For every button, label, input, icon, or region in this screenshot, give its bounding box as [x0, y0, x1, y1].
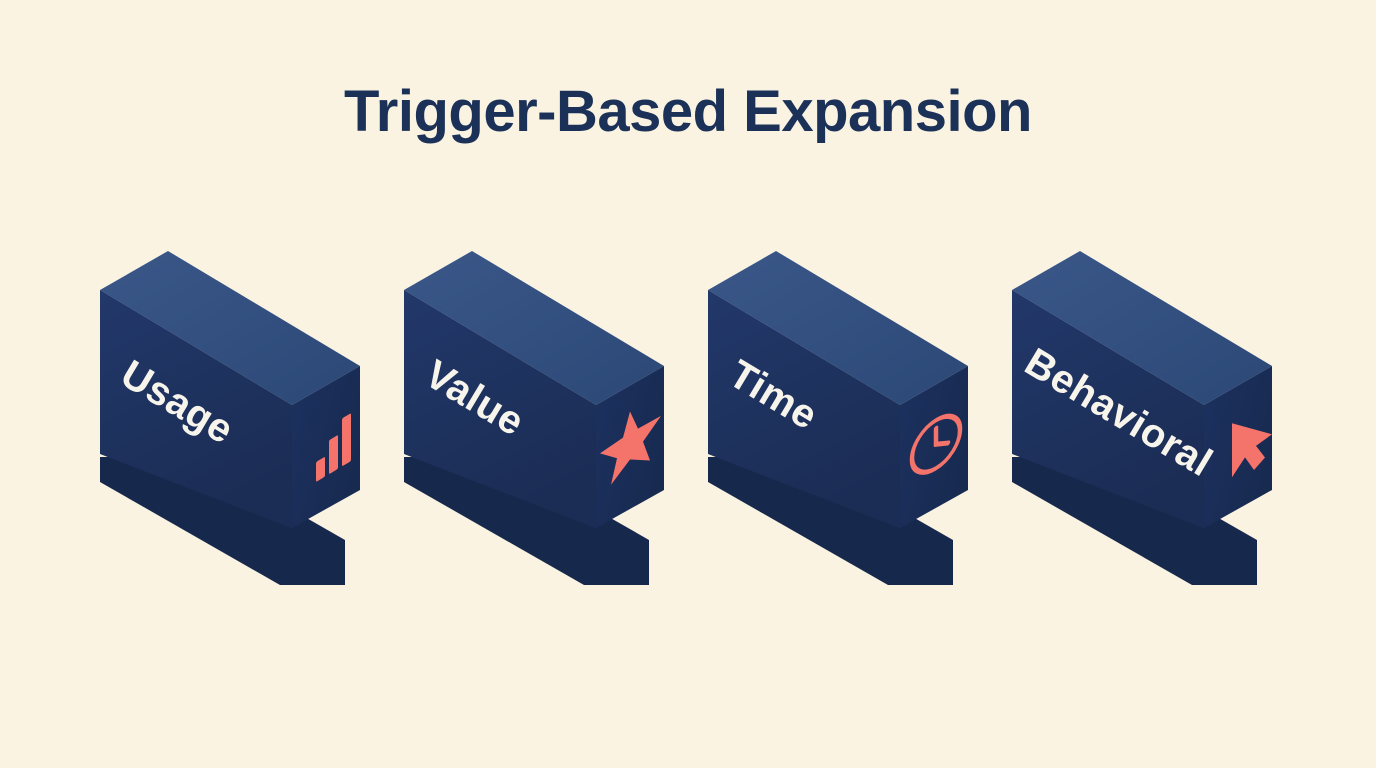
- page-title: Trigger-Based Expansion: [344, 79, 1032, 144]
- block-value[interactable]: Value: [404, 251, 664, 585]
- block-shadow: [100, 457, 345, 585]
- bar-chart-icon: [316, 413, 351, 482]
- star-icon: [600, 411, 661, 485]
- block-side-face: [900, 366, 968, 528]
- block-front-face: [708, 290, 900, 528]
- block-time[interactable]: Time: [708, 251, 968, 585]
- block-behavioral[interactable]: Behavioral: [1012, 251, 1272, 585]
- block-usage[interactable]: Usage: [100, 251, 360, 585]
- block-shadow: [708, 457, 953, 585]
- block-shadow: [404, 457, 649, 585]
- block-shadow: [1012, 457, 1257, 585]
- block-front-face: [100, 290, 292, 528]
- block-top-face: [100, 251, 360, 405]
- block-front-face: [1012, 290, 1204, 528]
- block-side-face: [292, 366, 360, 528]
- block-top-face: [1012, 251, 1272, 405]
- block-top-face: [404, 251, 664, 405]
- block-front-face: [404, 290, 596, 528]
- clock-icon: [909, 413, 963, 475]
- cursor-icon: [1232, 423, 1272, 478]
- block-top-face: [708, 251, 968, 405]
